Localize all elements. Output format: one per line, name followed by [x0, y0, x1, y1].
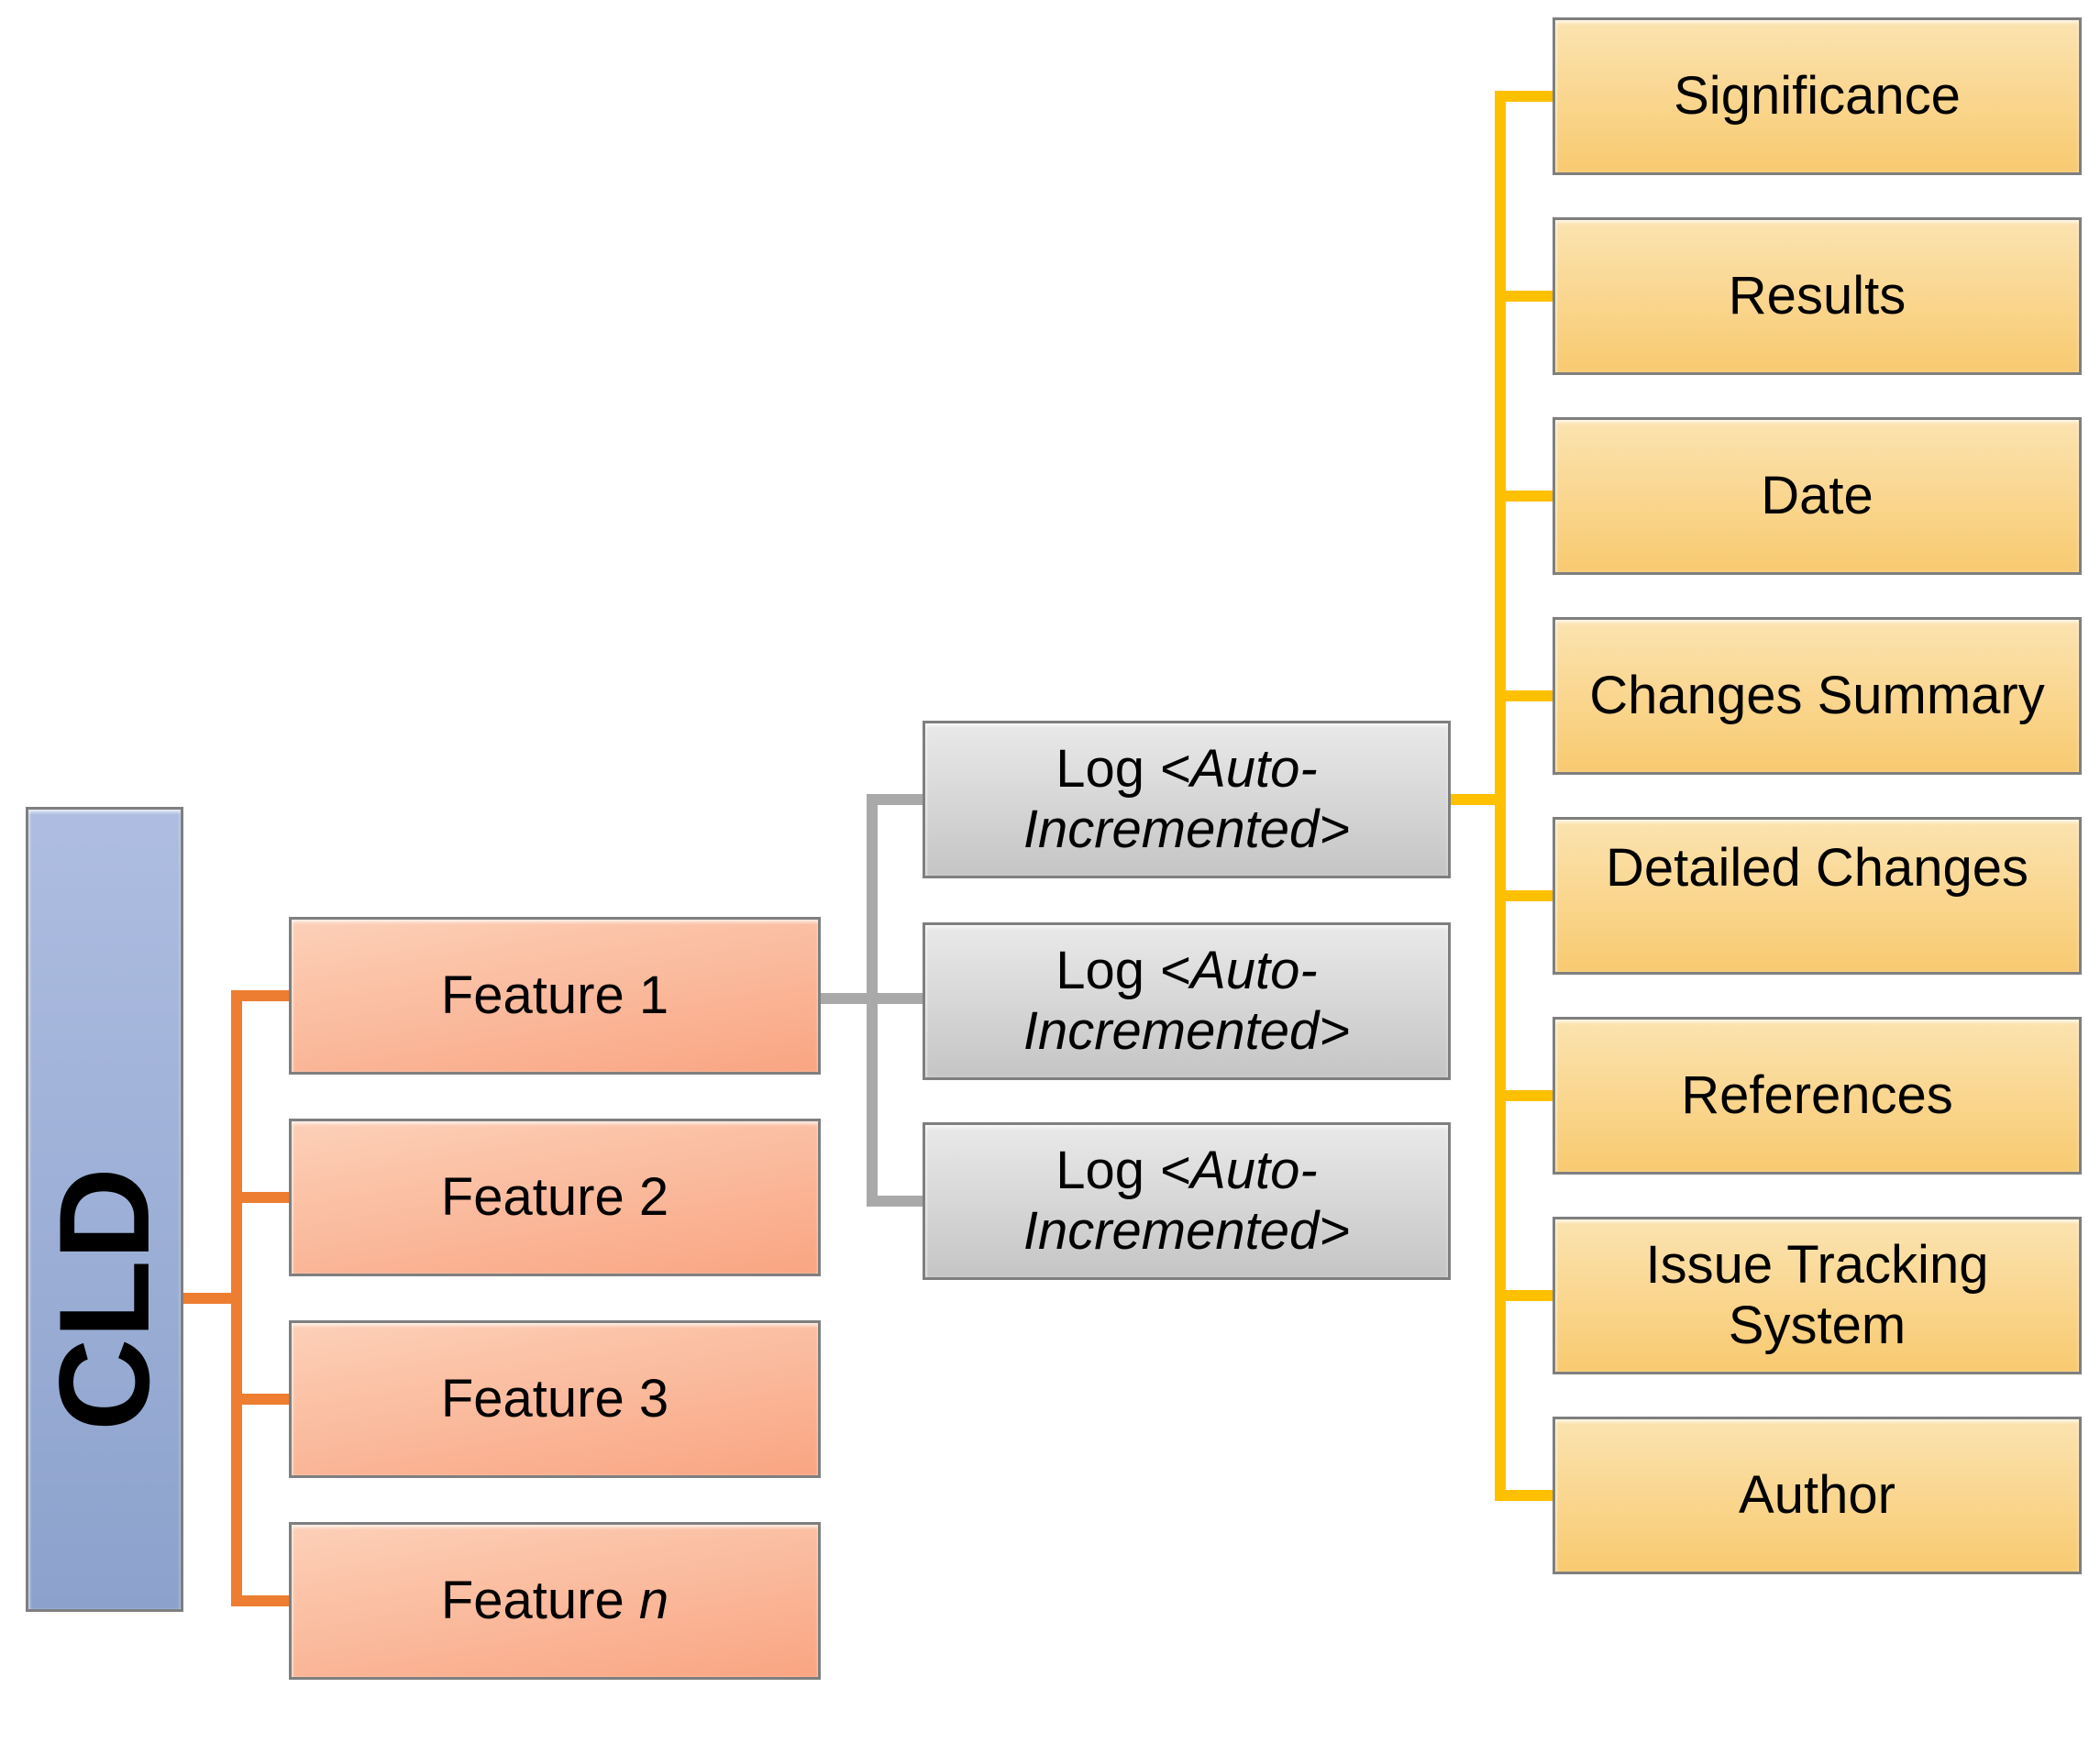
node-log-3-label: Log <Auto- Incremented>	[1023, 1141, 1350, 1262]
node-feature-n: Feature n	[289, 1522, 821, 1680]
log-1-italic-2: Incremented>	[1022, 800, 1351, 859]
connector-date-branch	[1495, 491, 1553, 502]
feature-2-prefix: Feature	[440, 1166, 624, 1227]
node-significance: Significance	[1553, 17, 2082, 175]
connector-feature-trunk	[231, 990, 242, 1606]
node-significance-label: Significance	[1674, 66, 1961, 127]
changes-summary-line-1: Changes Summary	[1589, 665, 2045, 725]
feature-1-suffix: 1	[638, 965, 669, 1025]
node-feature-3-label: Feature 3	[441, 1369, 669, 1429]
references-line-1: References	[1681, 1065, 1953, 1125]
feature-2-suffix: 2	[638, 1166, 669, 1227]
feature-n-prefix: Feature	[440, 1570, 624, 1630]
issue-tracking-line-2: System	[1728, 1296, 1907, 1355]
node-feature-2-label: Feature 2	[441, 1167, 669, 1228]
node-issue-tracking-system-label: Issue Tracking System	[1646, 1235, 1989, 1356]
node-issue-tracking-system: Issue Tracking System	[1553, 1217, 2082, 1374]
connector-feature-n-branch	[231, 1595, 289, 1606]
detailed-changes-line-1: Detailed Changes	[1605, 838, 2029, 898]
connector-log-1-branch	[867, 794, 923, 805]
node-cld: CLD	[26, 807, 183, 1612]
node-log-1-label: Log <Auto- Incremented>	[1023, 739, 1350, 860]
node-feature-3: Feature 3	[289, 1320, 821, 1478]
connector-feature-2-branch	[231, 1192, 289, 1203]
node-detailed-changes-label: Detailed Changes	[1606, 820, 2028, 899]
connector-significance-branch	[1495, 91, 1553, 102]
node-results: Results	[1553, 217, 2082, 375]
connector-changes-summary-branch	[1495, 690, 1553, 701]
node-feature-2: Feature 2	[289, 1119, 821, 1276]
node-log-3: Log <Auto- Incremented>	[923, 1122, 1451, 1280]
node-references-label: References	[1681, 1065, 1953, 1126]
node-date-label: Date	[1761, 466, 1873, 526]
node-cld-label: CLD	[32, 1167, 177, 1431]
log-1-italic-1: <Auto-	[1159, 738, 1318, 799]
connector-feature-1-branch	[231, 990, 289, 1001]
node-results-label: Results	[1729, 266, 1906, 326]
log-3-italic-2: Incremented>	[1022, 1201, 1351, 1261]
issue-tracking-line-1: Issue Tracking	[1645, 1234, 1989, 1295]
node-log-1: Log <Auto- Incremented>	[923, 721, 1451, 878]
connector-issue-tracking-branch	[1495, 1290, 1553, 1301]
author-line-1: Author	[1739, 1464, 1896, 1525]
node-changes-summary: Changes Summary	[1553, 617, 2082, 775]
connector-attribute-trunk	[1495, 91, 1506, 1501]
log-1-plain: Log	[1056, 738, 1145, 799]
node-changes-summary-label: Changes Summary	[1589, 666, 2044, 726]
connector-log-trunk	[867, 794, 878, 1207]
connector-log-3-branch	[867, 1196, 923, 1207]
log-3-plain: Log	[1056, 1140, 1145, 1200]
node-feature-1: Feature 1	[289, 917, 821, 1075]
log-2-italic-2: Incremented>	[1022, 1001, 1351, 1061]
node-feature-1-label: Feature 1	[441, 965, 669, 1026]
feature-1-prefix: Feature	[440, 965, 624, 1025]
feature-3-suffix: 3	[638, 1368, 669, 1429]
feature-n-suffix: n	[638, 1570, 669, 1630]
date-line-1: Date	[1761, 465, 1873, 525]
connector-results-branch	[1495, 291, 1553, 302]
node-author-label: Author	[1739, 1465, 1896, 1526]
connector-root-stub	[183, 1293, 242, 1304]
node-feature-n-label: Feature n	[441, 1571, 669, 1631]
node-date: Date	[1553, 417, 2082, 575]
connector-author-branch	[1495, 1490, 1553, 1501]
connector-detailed-changes-branch	[1495, 890, 1553, 901]
node-author: Author	[1553, 1417, 2082, 1574]
node-references: References	[1553, 1017, 2082, 1175]
feature-3-prefix: Feature	[440, 1368, 624, 1429]
significance-line-1: Significance	[1674, 65, 1961, 126]
log-2-italic-1: <Auto-	[1159, 940, 1318, 1000]
log-3-italic-1: <Auto-	[1159, 1140, 1318, 1200]
node-log-2: Log <Auto- Incremented>	[923, 922, 1451, 1080]
connector-references-branch	[1495, 1090, 1553, 1101]
node-log-2-label: Log <Auto- Incremented>	[1023, 941, 1350, 1062]
node-detailed-changes: Detailed Changes	[1553, 817, 2082, 975]
connector-log1-stub	[1451, 794, 1506, 805]
log-2-plain: Log	[1056, 940, 1145, 1000]
results-line-1: Results	[1728, 265, 1907, 325]
connector-feature-3-branch	[231, 1394, 289, 1405]
